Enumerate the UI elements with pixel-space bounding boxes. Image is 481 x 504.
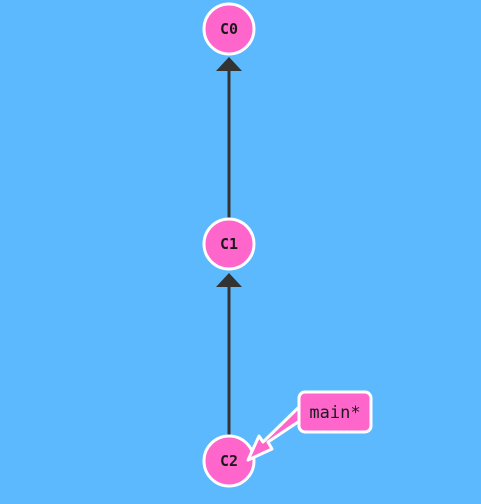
edge-c2-to-c1 [216,273,242,435]
commit-node-c0[interactable]: C0 [202,2,256,56]
commit-circle [202,434,256,488]
arrowhead-icon [216,273,242,287]
commit-node-c1[interactable]: C1 [202,217,256,271]
arrowhead-icon [216,57,242,71]
commit-label: C0 [220,20,238,38]
commit-circle [202,2,256,56]
commit-node-c2[interactable]: C2 [202,434,256,488]
branch-label: main* [309,403,360,423]
branch-label-box [297,390,373,434]
edge-c1-to-c0 [216,57,242,218]
branch-pointer-main[interactable]: main* [246,390,373,462]
branch-arrow-icon [246,406,306,462]
commit-label: C2 [220,452,238,470]
commit-circle [202,217,256,271]
commit-label: C1 [220,235,238,253]
